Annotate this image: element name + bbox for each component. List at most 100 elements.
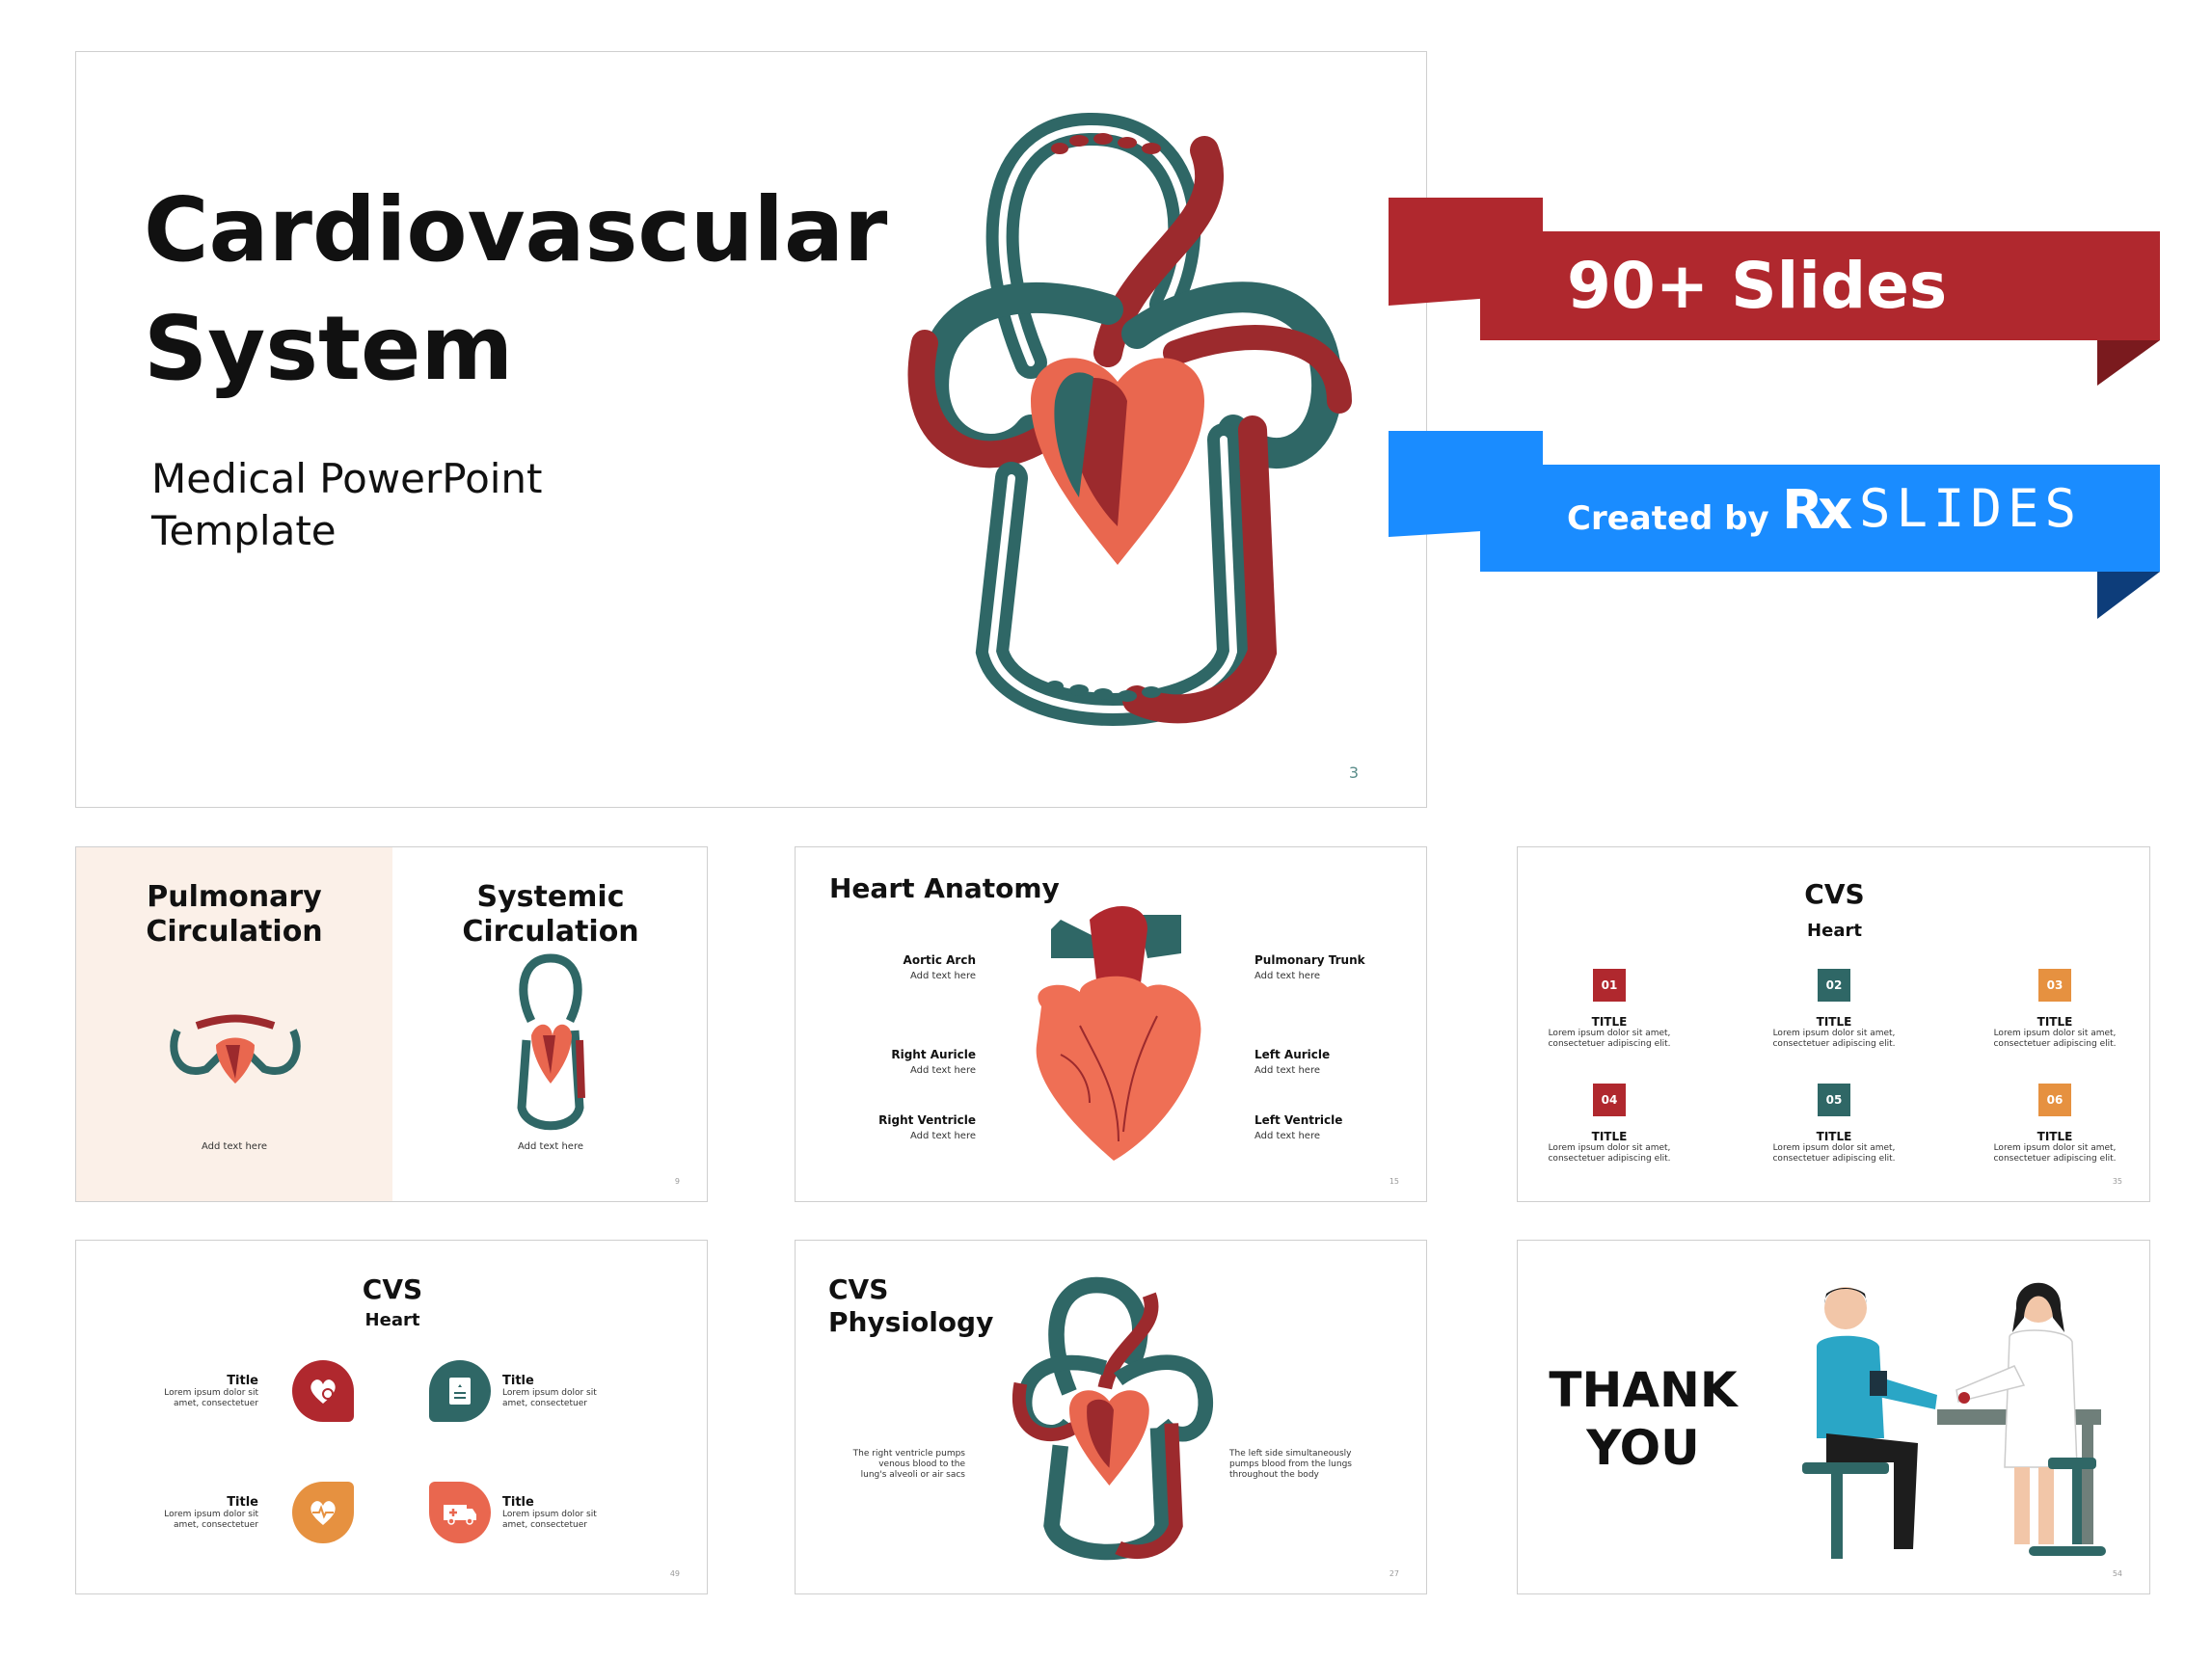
thumb-physiology-page-number: 27 <box>1389 1569 1399 1578</box>
main-slide[interactable]: Cardiovascular System Medical PowerPoint… <box>75 51 1427 808</box>
thumb-physiology[interactable]: CVS Physiology The right ventricle pumps… <box>795 1240 1427 1594</box>
grid-item-text: Lorem ipsum dolor sit amet, <box>1993 1029 2117 1038</box>
grid-item-title: TITLE <box>2037 1130 2073 1143</box>
badge-05: 05 <box>1818 1084 1850 1116</box>
thumb-thankyou-page-number: 54 <box>2112 1569 2122 1578</box>
physiology-left-text: The right ventricle pumps venous blood t… <box>853 1449 965 1481</box>
pulmonary-title-1: Pulmonary <box>147 880 322 914</box>
physiology-right-text: The left side simultaneously pumps blood… <box>1229 1449 1352 1481</box>
thumb-thank-you[interactable]: THANK YOU 54 <box>1517 1240 2150 1594</box>
badge-03: 03 <box>2038 969 2071 1002</box>
anatomy-title: Heart Anatomy <box>829 872 1060 904</box>
icon-item-text: amet, consectetuer <box>502 1520 587 1530</box>
rx-logo-mark: Rx <box>1782 479 1852 542</box>
caption-right-ventricle: Add text here <box>910 1131 976 1141</box>
slides-count-ribbon <box>1389 198 2160 386</box>
grid-item-6: TITLE Lorem ipsum dolor sit amet, consec… <box>1973 1130 2137 1165</box>
grid-item-1: TITLE Lorem ipsum dolor sit amet, consec… <box>1527 1015 1691 1050</box>
grid-item-text: Lorem ipsum dolor sit amet, <box>1548 1029 1671 1038</box>
medical-record-icon <box>429 1360 491 1422</box>
grid-item-title: TITLE <box>1591 1130 1628 1143</box>
caption-aortic-arch: Add text here <box>910 971 976 981</box>
grid-item-3: TITLE Lorem ipsum dolor sit amet, consec… <box>1973 1015 2137 1050</box>
physiology-circulation-diagram <box>1012 1276 1214 1561</box>
main-title-line1: Cardiovascular <box>144 178 888 281</box>
heart-anatomy-illustration <box>1036 906 1201 1161</box>
icon-item-title: Title <box>227 1495 258 1510</box>
grid-item-text: consectetuer adipiscing elit. <box>1772 1154 1896 1164</box>
physiology-left-line: venous blood to the <box>878 1459 965 1469</box>
grid-item-text: Lorem ipsum dolor sit amet, <box>1548 1143 1671 1153</box>
grid-item-text: Lorem ipsum dolor sit amet, <box>1772 1143 1896 1153</box>
icon-item-title: Title <box>227 1374 258 1388</box>
created-by-label: Created by <box>1567 499 1769 538</box>
icon-item-4: Title Lorem ipsum dolor sit amet, consec… <box>502 1495 597 1531</box>
badge-06: 06 <box>2038 1084 2071 1116</box>
label-left-ventricle: Left Ventricle <box>1254 1113 1343 1127</box>
thumb-grid-page-number: 35 <box>2112 1177 2122 1186</box>
icon-item-text: Lorem ipsum dolor sit <box>164 1510 258 1519</box>
icon-item-title: Title <box>502 1374 534 1388</box>
systemic-caption: Add text here <box>518 1141 583 1152</box>
systemic-diagram <box>517 953 585 1131</box>
icon-item-text: amet, consectetuer <box>174 1399 258 1408</box>
badge-01: 01 <box>1593 969 1626 1002</box>
heartbeat-icon <box>292 1482 354 1543</box>
icon-item-text: Lorem ipsum dolor sit <box>164 1388 258 1398</box>
grid-item-4: TITLE Lorem ipsum dolor sit amet, consec… <box>1527 1130 1691 1165</box>
cvs-icons-title: CVS <box>362 1273 423 1305</box>
pulmonary-panel <box>76 847 392 1201</box>
grid-item-title: TITLE <box>1816 1015 1852 1029</box>
pulmonary-title-2: Circulation <box>146 915 323 949</box>
circulation-diagram <box>907 112 1352 726</box>
physiology-title-2: Physiology <box>828 1306 994 1338</box>
main-title-line2: System <box>144 297 514 400</box>
slides-count-label: 90+ Slides <box>1567 249 1948 323</box>
grid-item-5: TITLE Lorem ipsum dolor sit amet, consec… <box>1752 1130 1916 1165</box>
thumb-circulation-page-number: 9 <box>674 1177 680 1186</box>
doctor-patient-illustration <box>1802 1282 2106 1559</box>
caption-left-ventricle: Add text here <box>1254 1131 1320 1141</box>
grid-item-text: Lorem ipsum dolor sit amet, <box>1772 1029 1896 1038</box>
main-subtitle-line1: Medical PowerPoint <box>151 455 543 502</box>
cvs-icons-subtitle: Heart <box>364 1310 420 1330</box>
grid-item-text: Lorem ipsum dolor sit amet, <box>1993 1143 2117 1153</box>
rxslides-logo-text: SLIDES <box>1859 478 2083 539</box>
grid-item-title: TITLE <box>1591 1015 1628 1029</box>
thumb-heart-anatomy[interactable]: Heart Anatomy Aortic Arch Add text here … <box>795 846 1427 1202</box>
cvs-grid-subtitle: Heart <box>1807 921 1862 941</box>
physiology-right-line: throughout the body <box>1229 1470 1319 1480</box>
grid-item-text: consectetuer adipiscing elit. <box>1993 1154 2117 1164</box>
grid-item-text: consectetuer adipiscing elit. <box>1548 1039 1671 1049</box>
thumb-circulation[interactable]: Pulmonary Circulation Add text here Syst… <box>75 846 708 1202</box>
badge-04: 04 <box>1593 1084 1626 1116</box>
heart-icon <box>292 1360 354 1422</box>
grid-item-text: consectetuer adipiscing elit. <box>1772 1039 1896 1049</box>
label-left-auricle: Left Auricle <box>1254 1048 1331 1061</box>
thumb-icons-page-number: 49 <box>669 1569 680 1578</box>
label-right-ventricle: Right Ventricle <box>878 1113 976 1127</box>
caption-right-auricle: Add text here <box>910 1065 976 1076</box>
physiology-left-line: The right ventricle pumps <box>852 1449 965 1459</box>
label-aortic-arch: Aortic Arch <box>903 953 976 967</box>
icon-item-2: Title Lorem ipsum dolor sit amet, consec… <box>502 1374 597 1409</box>
label-pulmonary-trunk: Pulmonary Trunk <box>1254 953 1365 967</box>
thumb-cvs-grid[interactable]: CVS Heart 01 02 03 04 05 06 TITLE Lorem … <box>1517 846 2150 1202</box>
systemic-title-2: Circulation <box>462 915 639 949</box>
icon-item-text: Lorem ipsum dolor sit <box>502 1388 597 1398</box>
thank-you-line2: YOU <box>1586 1420 1700 1476</box>
thumb-anatomy-page-number: 15 <box>1389 1177 1399 1186</box>
icon-item-text: amet, consectetuer <box>174 1520 258 1530</box>
icon-item-1: Title Lorem ipsum dolor sit amet, consec… <box>164 1374 258 1409</box>
physiology-right-line: pumps blood from the lungs <box>1229 1459 1352 1469</box>
badge-02: 02 <box>1818 969 1850 1002</box>
main-subtitle-line2: Template <box>151 507 337 554</box>
caption-pulmonary-trunk: Add text here <box>1254 971 1320 981</box>
cvs-grid-title: CVS <box>1804 878 1865 910</box>
ambulance-icon <box>429 1482 491 1543</box>
created-by-ribbon <box>1389 431 2160 619</box>
grid-item-text: consectetuer adipiscing elit. <box>1548 1154 1671 1164</box>
thumb-cvs-icons[interactable]: CVS Heart Title Lorem ipsum dolor sit am… <box>75 1240 708 1594</box>
main-page-number: 3 <box>1348 763 1359 782</box>
pulmonary-diagram <box>170 1014 301 1084</box>
